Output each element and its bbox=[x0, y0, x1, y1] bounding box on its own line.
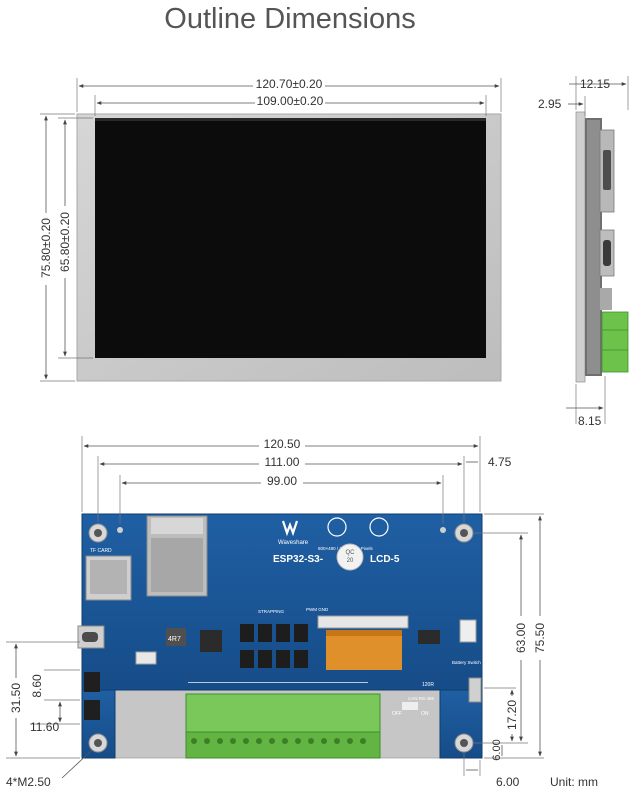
front-outer-height-label: 75.80±0.20 bbox=[39, 218, 53, 278]
res-label: 120R bbox=[422, 682, 434, 688]
side-bottom-offset-label: 8.15 bbox=[578, 414, 602, 428]
chip-a bbox=[200, 630, 222, 652]
side-panel bbox=[575, 111, 586, 383]
model-suffix-label: LCD-5 bbox=[370, 554, 400, 565]
on-label: ON bbox=[421, 711, 429, 717]
off-label: OFF bbox=[392, 711, 402, 717]
badge-circle-1 bbox=[327, 517, 347, 537]
page-title: Outline Dimensions bbox=[164, 3, 416, 35]
fpc-ribbon bbox=[326, 630, 402, 670]
mount-hole-leader bbox=[61, 749, 93, 779]
back-switch-height-label: 17.20 bbox=[505, 700, 519, 730]
battery-switch-label: Battery Switch bbox=[452, 660, 481, 665]
strapping-label: STRAPPING bbox=[258, 609, 285, 614]
inductor bbox=[166, 628, 186, 646]
back-hole-vertical-label: 63.00 bbox=[514, 623, 528, 653]
strapping-jumpers bbox=[240, 624, 308, 668]
side-terminal-block bbox=[601, 311, 629, 373]
qc-sticker: QC 20 bbox=[336, 543, 364, 571]
mount-hole-bottom-left bbox=[88, 733, 108, 753]
qc-badge-top: QC bbox=[346, 550, 356, 556]
left-lower-label: 11.60 bbox=[30, 720, 59, 734]
back-right-offset-label: 4.75 bbox=[488, 455, 512, 469]
mount-hole-top-left bbox=[88, 523, 108, 543]
unit-label: Unit: mm bbox=[550, 775, 598, 789]
left-connector-2 bbox=[84, 700, 100, 720]
badge-circle-2 bbox=[369, 517, 389, 537]
side-metal-block bbox=[600, 288, 612, 310]
tf-card-slot bbox=[85, 555, 132, 601]
side-total-thickness-label: 12.15 bbox=[580, 77, 610, 91]
mount-hole-bottom-right bbox=[454, 733, 474, 753]
connector-right bbox=[459, 619, 477, 643]
dip-switch bbox=[402, 702, 418, 710]
waveshare-logo-icon bbox=[281, 520, 299, 537]
left-total-label: 31.50 bbox=[9, 683, 23, 713]
left-connector-1 bbox=[84, 672, 100, 692]
front-active-width-label: 109.00±0.20 bbox=[257, 94, 324, 108]
back-hole-inner-label: 99.00 bbox=[267, 474, 297, 488]
mount-hole-top-right bbox=[454, 523, 474, 543]
side-view: 12.15 2.95 8.15 bbox=[538, 76, 629, 428]
qc-badge-bottom: 20 bbox=[347, 558, 354, 564]
terminal-block bbox=[185, 693, 381, 759]
inductor-label: 4R7 bbox=[168, 636, 181, 643]
back-bottom-offset-label: 6.00 bbox=[491, 739, 503, 760]
back-board-width-label: 120.50 bbox=[264, 437, 301, 451]
tf-card-label: TF CARD bbox=[90, 548, 112, 554]
usb-c-port bbox=[77, 625, 105, 649]
front-outer-width-label: 120.70±0.20 bbox=[256, 77, 323, 91]
fpc-connector bbox=[317, 615, 409, 629]
back-hole-outer-label: 111.00 bbox=[265, 455, 300, 469]
esp32-module bbox=[146, 515, 208, 597]
brand-label: Waveshare bbox=[278, 540, 309, 546]
mount-hole-spec-label: 4*M2.50 bbox=[6, 775, 51, 789]
pwm-gnd-label: PWM GND bbox=[306, 607, 329, 612]
left-upper-label: 8.60 bbox=[30, 674, 44, 698]
front-active-height-label: 65.80±0.20 bbox=[58, 212, 72, 272]
connector-small-white bbox=[135, 651, 157, 665]
back-board-height-label: 75.50 bbox=[533, 623, 547, 653]
lcd-glare bbox=[95, 118, 486, 121]
battery-switch bbox=[468, 677, 482, 703]
back-view: TF CARD Waveshare 800×480 / 1024×600 Pix… bbox=[6, 436, 598, 789]
side-panel-thickness-label: 2.95 bbox=[538, 97, 562, 111]
can-label: CAN RS-485 bbox=[408, 696, 435, 701]
model-label: ESP32-S3- bbox=[273, 554, 323, 565]
lcd-active-area bbox=[95, 118, 486, 358]
back-right-hole-offset-label: 6.00 bbox=[496, 775, 520, 789]
front-view: 120.70±0.20 109.00±0.20 75.80±0.20 65.80… bbox=[39, 77, 502, 382]
chip-right bbox=[418, 630, 440, 644]
